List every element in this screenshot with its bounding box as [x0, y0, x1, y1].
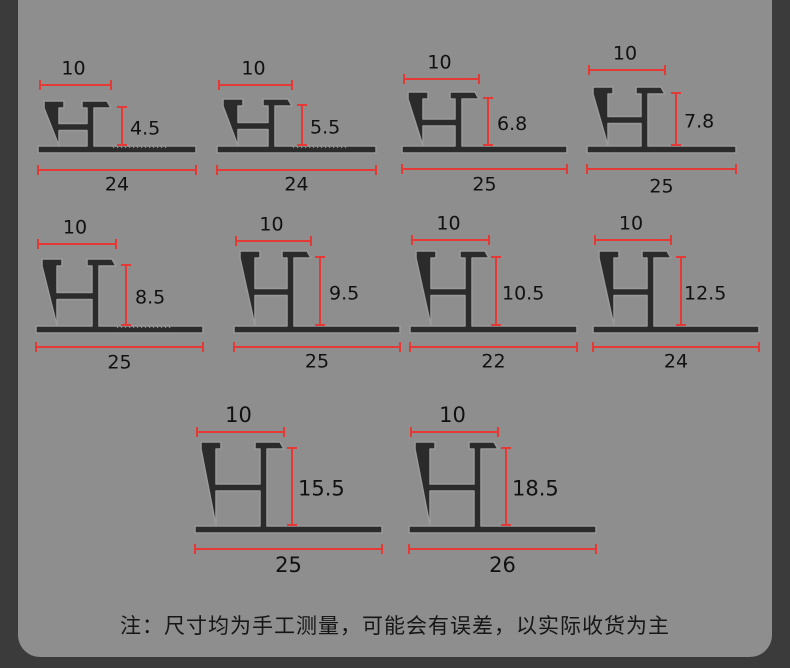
top-width-dimension [403, 74, 480, 84]
profile-shape [37, 100, 197, 154]
base-length-label: 24 [664, 351, 688, 373]
top-width-dimension [410, 427, 499, 437]
height-label: 9.5 [329, 283, 359, 305]
profile-9: 10 15.5 25 [194, 403, 383, 577]
measurement-note: 注：尺寸均为手工测量，可能会有误差，以实际收货为主 [120, 614, 670, 638]
profile-shape [216, 98, 377, 154]
serrated-base [115, 324, 171, 329]
profile-shape [194, 441, 383, 534]
base-length-label: 26 [489, 553, 516, 577]
height-dimension [315, 256, 325, 326]
top-width-label: 10 [427, 52, 451, 74]
top-width-dimension [218, 80, 293, 90]
height-label: 8.5 [135, 287, 165, 309]
top-width-dimension [196, 427, 285, 437]
top-width-label: 10 [61, 58, 85, 80]
height-dimension [287, 447, 297, 526]
base-length-label: 25 [472, 174, 496, 196]
top-width-label: 10 [63, 217, 87, 239]
height-dimension [491, 256, 501, 326]
profile-6: 10 9.5 25 [233, 214, 401, 373]
base-length-dimension [409, 342, 578, 352]
height-dimension [297, 104, 307, 146]
profile-4: 10 7.8 25 [586, 43, 737, 198]
top-width-label: 10 [241, 58, 265, 80]
base-length-label: 25 [305, 351, 329, 373]
base-length-label: 25 [275, 553, 302, 577]
top-width-label: 10 [436, 213, 460, 235]
profile-2: 10 5.5 24 [216, 58, 377, 196]
height-dimension [121, 264, 131, 326]
height-label: 12.5 [684, 283, 726, 305]
height-label: 15.5 [298, 477, 345, 501]
height-dimension [501, 447, 511, 526]
top-width-label: 10 [613, 43, 637, 65]
profile-7: 10 10.5 22 [409, 213, 578, 373]
base-length-label: 25 [107, 352, 131, 374]
base-length-dimension [586, 164, 737, 174]
top-width-dimension [235, 236, 312, 246]
height-label: 7.8 [684, 111, 714, 133]
base-length-dimension [37, 165, 197, 175]
top-width-dimension [594, 235, 672, 245]
height-dimension [483, 97, 493, 146]
height-dimension [117, 106, 127, 146]
base-length-dimension [194, 544, 383, 554]
height-dimension [671, 92, 681, 146]
profile-shape [408, 441, 597, 534]
base-length-dimension [408, 544, 597, 554]
top-width-dimension [39, 80, 112, 90]
profile-shape [592, 250, 760, 334]
top-width-dimension [37, 239, 117, 249]
height-label: 6.8 [497, 113, 527, 135]
profile-10: 10 18.5 26 [408, 403, 597, 577]
base-length-label: 24 [284, 174, 308, 196]
top-width-label: 10 [439, 403, 466, 427]
height-label: 5.5 [310, 117, 340, 139]
base-length-dimension [401, 164, 568, 174]
profile-shape [233, 250, 401, 334]
base-length-dimension [35, 342, 204, 352]
height-label: 18.5 [512, 477, 559, 501]
base-length-dimension [216, 165, 377, 175]
top-width-dimension [411, 235, 490, 245]
top-width-label: 10 [619, 213, 643, 235]
profile-8: 10 12.5 24 [592, 213, 760, 373]
profile-shape [401, 91, 568, 154]
base-length-label: 22 [481, 351, 505, 373]
base-length-dimension [233, 342, 401, 352]
top-width-dimension [588, 65, 666, 75]
base-length-label: 24 [105, 174, 129, 196]
top-width-label: 10 [259, 214, 283, 236]
profile-shape [586, 86, 737, 154]
profile-1: 10 4.5 24 [37, 58, 197, 196]
base-length-label: 25 [649, 176, 673, 198]
top-width-label: 10 [225, 403, 252, 427]
serrated-base [111, 144, 167, 149]
height-label: 10.5 [502, 283, 544, 305]
profile-shape [35, 258, 204, 334]
base-length-dimension [592, 342, 760, 352]
serrated-base [291, 144, 347, 149]
height-label: 4.5 [130, 118, 160, 140]
profile-5: 10 8.5 25 [35, 217, 204, 374]
height-dimension [676, 256, 686, 326]
profile-shape [409, 250, 578, 334]
profile-3: 10 6.8 25 [401, 52, 568, 196]
